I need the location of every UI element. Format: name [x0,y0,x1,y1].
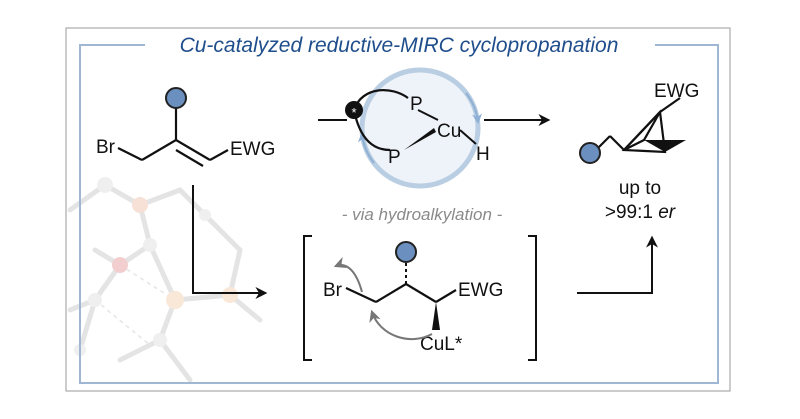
chiral-center-dot [345,101,363,119]
yield-line-1: up to [619,178,661,199]
er-ratio: >99:1 [605,202,658,223]
cu-h-catalyst: * P P Cu H [345,67,490,189]
substituent-circle [165,87,187,109]
intermediate-br-label: Br [323,280,343,301]
yield-line-2: >99:1 er [605,202,676,223]
arrow-to-product-from-intermediate [577,235,658,294]
cyclopropane-product: EWG [579,81,699,164]
mechanism-arrow-br-leaving [333,256,363,293]
left-bracket [303,235,312,361]
outer-frame [65,27,731,392]
substrate-br-label: Br [96,137,116,158]
catalytic-cycle-ring [359,67,481,189]
phosphorus-bottom-label: P [388,147,401,168]
substrate-ewg-label: EWG [230,139,275,160]
title-frame [79,44,719,384]
down-right-arrow [192,185,268,299]
product-substituent-circle [579,142,601,164]
substrate-structure: Br EWG [96,87,275,167]
intermediate-cul-label: CuL* [420,334,463,355]
mechanism-arrow-ring-closure [369,309,433,341]
hydride-label: H [476,144,490,165]
product-ewg-label: EWG [654,81,699,102]
background-molecule-decoration [67,177,263,383]
intermediate-substituent-circle [395,241,417,263]
er-italic: er [658,202,676,223]
alkylcopper-intermediate: Br EWG CuL* [323,241,503,355]
right-bracket [528,235,537,361]
copper-label: Cu [437,121,461,142]
diagram-title: Cu-catalyzed reductive-MIRC cyclopropana… [180,34,619,57]
intermediate-ewg-label: EWG [458,280,503,301]
phosphorus-top-label: P [410,94,423,115]
chiral-star-label: * [351,105,356,120]
via-hydroalkylation-label: - via hydroalkylation - [342,205,503,224]
